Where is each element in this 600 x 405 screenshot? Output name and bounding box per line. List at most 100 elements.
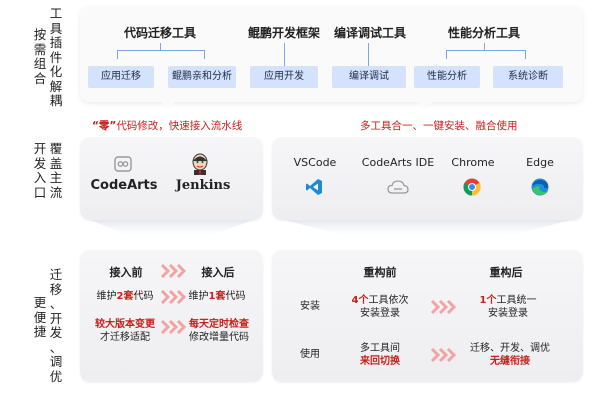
tool-codearts[interactable]: CodeArts <box>90 178 158 193</box>
vlabel-char: 具 <box>49 20 63 36</box>
left-row1-after-a: 维护 <box>188 291 209 302</box>
tool-jenkins[interactable]: Jenkins <box>175 178 231 193</box>
left-row2-after-l1: 每天定时检查 <box>189 319 249 330</box>
chip-compile-debug[interactable]: 编译调试 <box>332 66 406 88</box>
vlabel-char: 组 <box>33 56 47 71</box>
vlabel-char: 优 <box>49 368 63 384</box>
callout-zero: “零” <box>92 120 117 132</box>
group-title-compile-debug: 编译调试工具 <box>333 26 406 40</box>
chrome-icon <box>463 178 481 196</box>
vlabel-char: 发 <box>49 325 63 340</box>
chip-system-diagnosis[interactable]: 系统诊断 <box>493 66 563 88</box>
vlabel-char: 插 <box>49 35 63 50</box>
entry-panel-right <box>272 137 583 220</box>
vlabel-char: 合 <box>33 70 47 86</box>
pointer-left <box>160 101 176 109</box>
right-row2-after: 迁移、开发、调优 无缝衔接 <box>462 342 558 368</box>
right-row1-before-b: 工具依次 <box>368 295 409 306</box>
left-head-before: 接入前 <box>109 266 143 279</box>
vlabel-char: 迁 <box>49 267 63 282</box>
chevron-left-row1 <box>160 290 186 304</box>
tool-chrome[interactable]: Chrome <box>451 156 495 169</box>
vscode-icon <box>306 179 322 195</box>
vlabel-char: 覆 <box>49 141 63 156</box>
projection-right <box>284 220 571 240</box>
callout-fast-pipeline: 代码修改，快速接入流水线 <box>116 120 243 132</box>
vlabel-char: 开 <box>33 141 47 156</box>
group-title-code-migration: 代码迁移工具 <box>123 26 196 40</box>
group-title-kunpeng-framework: 鲲鹏开发框架 <box>247 26 320 40</box>
vlabel-char: 便 <box>33 309 47 325</box>
vlabel-char: 按 <box>33 27 47 42</box>
left-row2-before-l2: 才迁移适配 <box>100 332 150 343</box>
compare-panel-right <box>272 250 583 382</box>
label-migrate-dev-tune: 迁移、开发、调优 <box>49 267 63 384</box>
chevron-right-row2 <box>430 348 456 362</box>
callout-zero-code-change: “零”代码修改，快速接入流水线 <box>92 118 242 133</box>
edge-icon <box>531 178 549 196</box>
vlabel-char: 工 <box>49 6 63 21</box>
tool-codearts-ide[interactable]: CodeArts IDE <box>361 156 435 169</box>
chip-app-migration[interactable]: 应用迁移 <box>88 66 154 88</box>
vlabel-char: 主 <box>49 170 63 185</box>
label-on-demand-combine: 按需组合 <box>33 27 47 86</box>
left-row2-before: 较大版本变更 才迁移适配 <box>86 318 164 344</box>
left-row1-before-c: 代码 <box>133 291 154 302</box>
vlabel-char: 需 <box>33 41 47 57</box>
stem-compile-debug <box>368 43 369 66</box>
chevron-right-row1 <box>430 300 456 314</box>
left-row1-after-c: 代码 <box>225 291 246 302</box>
vlabel-char: 盖 <box>49 155 63 171</box>
right-row1-after-a: 1个 <box>479 295 497 306</box>
cloud-icon <box>387 180 409 194</box>
right-head-before: 重构前 <box>363 266 397 279</box>
vlabel-char: 化 <box>49 64 63 79</box>
tool-edge[interactable]: Edge <box>526 156 554 169</box>
right-row2-after-l1: 迁移、开发、调优 <box>470 343 550 354</box>
vlabel-char: 口 <box>33 184 47 200</box>
vlabel-char: 更 <box>33 295 47 310</box>
right-row2-label: 使用 <box>300 349 320 360</box>
callout-multi-tool: 多工具合一、一键安装、融合使用 <box>360 120 518 132</box>
right-row2-before-l1: 多工具间 <box>360 343 400 354</box>
vlabel-char: 发 <box>33 155 47 171</box>
projection-left <box>90 220 253 240</box>
right-head-after: 重构后 <box>489 266 523 279</box>
label-plugin-decoupling: 工具插件化解耦 <box>49 6 63 109</box>
label-cover-mainstream: 覆盖主流 <box>49 141 63 200</box>
chip-app-dev[interactable]: 应用开发 <box>250 66 318 88</box>
bracket-perf-analysis <box>446 50 526 59</box>
label-dev-entry: 开发入口 <box>33 141 47 200</box>
entry-panel-left <box>80 137 263 220</box>
right-row1-before: 4个工具依次 安装登录 <box>340 294 420 320</box>
jenkins-logo-icon <box>192 153 208 175</box>
stem-kunpeng-framework <box>284 43 285 66</box>
right-row1-after-b: 工具统一 <box>496 295 537 306</box>
vlabel-char: 开 <box>49 310 63 326</box>
right-row1-before-l2: 安装登录 <box>360 308 400 319</box>
left-row2-before-l1: 较大版本变更 <box>95 319 155 330</box>
tool-vscode[interactable]: VSCode <box>293 156 337 169</box>
group-title-perf-analysis: 性能分析工具 <box>447 26 520 40</box>
left-row1-after-b: 1套 <box>208 291 226 302</box>
vlabel-char: 入 <box>33 170 47 185</box>
codearts-logo-icon <box>114 156 132 172</box>
right-row1-label: 安装 <box>300 301 320 312</box>
chevron-left-row2 <box>160 320 186 334</box>
vlabel-char: 移 <box>49 281 63 297</box>
left-row1-after: 维护1套代码 <box>182 290 252 303</box>
right-row1-before-a: 4个 <box>351 295 369 306</box>
vlabel-char: 、 <box>49 339 63 355</box>
stem-perf-analysis <box>484 43 485 50</box>
label-more-convenient: 更便捷 <box>33 295 47 340</box>
left-row1-before: 维护2套代码 <box>90 290 160 303</box>
bracket-code-migration <box>117 50 205 59</box>
right-row2-before: 多工具间 来回切换 <box>340 342 420 368</box>
chip-kunpeng-affinity[interactable]: 鲲鹏亲和分析 <box>168 66 236 88</box>
chip-perf-analysis[interactable]: 性能分析 <box>414 66 480 88</box>
left-row2-after-l2: 修改增量代码 <box>189 332 249 343</box>
compare-panel-left <box>80 250 263 382</box>
vlabel-char: 解 <box>49 78 63 94</box>
left-row1-before-a: 维护 <box>96 291 117 302</box>
right-row2-before-l2: 来回切换 <box>360 356 400 367</box>
